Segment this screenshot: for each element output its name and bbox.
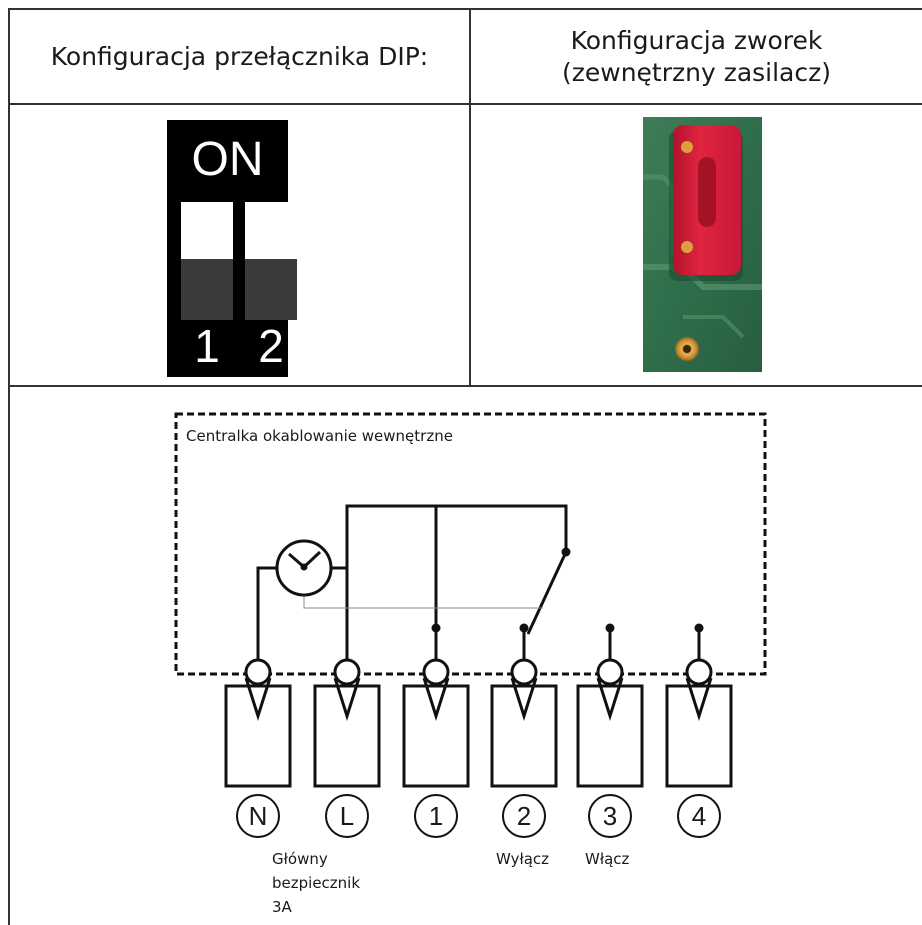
terminal-label-n: N — [249, 801, 268, 831]
terminal-block-2 — [490, 684, 558, 788]
jumper-pin — [681, 141, 693, 153]
terminal-screw-3 — [596, 658, 624, 686]
jumper-photo — [643, 117, 762, 372]
terminal-label-4: 4 — [692, 801, 706, 831]
jumper-slot — [698, 157, 716, 227]
jumper-config-header: Konfiguracja zworek (zewnętrzny zasilacz… — [471, 10, 922, 103]
terminal-block-l — [313, 684, 381, 788]
terminal-screw-4 — [685, 658, 713, 686]
terminal-clamp-2 — [510, 677, 538, 721]
contact-dot-4 — [694, 623, 704, 633]
switch-pivot-dot — [561, 547, 571, 557]
controller-enclosure — [174, 412, 767, 676]
terminal-clamp-3 — [596, 677, 624, 721]
wire-l — [345, 504, 568, 663]
dip-switch-2-knob — [245, 202, 297, 259]
image-row-separator — [8, 385, 922, 387]
jumper-pin — [681, 241, 693, 253]
terminal-screw-n — [244, 658, 272, 686]
terminal-block-3 — [576, 684, 644, 788]
free-pin — [683, 345, 691, 353]
pcb-trace — [683, 315, 745, 339]
fuse-caption-line1: Główny — [272, 850, 328, 868]
terminal-label-circle-n — [236, 794, 280, 838]
fuse-caption-line2: bezpiecznik — [272, 874, 360, 892]
off-caption: Wyłącz — [496, 850, 549, 868]
dip-switch-image: ON 1 2 — [167, 120, 297, 377]
terminal-label-circle-1 — [414, 794, 458, 838]
timer-link-dotted — [303, 594, 543, 609]
jumper-config-header-line2: (zewnętrzny zasilacz) — [561, 57, 832, 87]
dip-on-label: ON — [191, 133, 264, 186]
dip-switch-2-number: 2 — [258, 320, 284, 372]
table-top-border — [8, 8, 922, 10]
terminal-label-1: 1 — [429, 801, 443, 831]
dip-config-header: Konfiguracja przełącznika DIP: — [10, 10, 469, 103]
enclosure-label: Centralka okablowanie wewnętrzne — [186, 427, 453, 445]
dip-switch-1-knob — [181, 202, 233, 259]
terminal-screw-2 — [510, 658, 538, 686]
wiring-diagram: Centralka okablowanie wewnętrzne N L 1 2 3 4 — [174, 412, 767, 916]
jumper-config-header-line1: Konfiguracja zworek — [570, 25, 823, 55]
column-separator — [469, 8, 471, 387]
terminal-label-circle-4 — [677, 794, 721, 838]
terminal-block-n — [224, 684, 292, 788]
table-left-border — [8, 8, 10, 925]
terminal-label-2: 2 — [517, 801, 531, 831]
switch-arm — [526, 551, 568, 635]
clock-center — [300, 563, 308, 571]
terminal-screw-l — [333, 658, 361, 686]
contact-dot-1 — [431, 623, 441, 633]
terminal-block-1 — [402, 684, 470, 788]
terminal-block-4 — [665, 684, 733, 788]
dip-switch-1 — [181, 202, 233, 320]
terminal-label-l: L — [340, 801, 354, 831]
terminal-clamp-l — [333, 677, 361, 721]
dip-switch-1-number: 1 — [194, 320, 220, 372]
terminal-clamp-n — [244, 677, 272, 721]
on-caption: Włącz — [585, 850, 630, 868]
contact-dot-3 — [605, 623, 615, 633]
terminal-label-3: 3 — [603, 801, 617, 831]
terminal-labels: N L 1 2 3 4 — [236, 794, 721, 838]
terminal-blocks — [224, 658, 733, 788]
terminal-label-circle-l — [325, 794, 369, 838]
wire-n — [256, 566, 277, 663]
terminal-label-circle-3 — [588, 794, 632, 838]
terminal-screw-1 — [422, 658, 450, 686]
header-row-separator — [8, 103, 922, 105]
terminal-clamp-1 — [422, 677, 450, 721]
terminal-label-circle-2 — [502, 794, 546, 838]
fuse-caption-line3: 3A — [272, 898, 293, 916]
dip-switch-2 — [245, 202, 297, 320]
contact-dot-2 — [519, 623, 529, 633]
terminal-clamp-4 — [685, 677, 713, 721]
dip-config-header-text: Konfiguracja przełącznika DIP: — [50, 41, 429, 71]
wires — [256, 504, 701, 663]
